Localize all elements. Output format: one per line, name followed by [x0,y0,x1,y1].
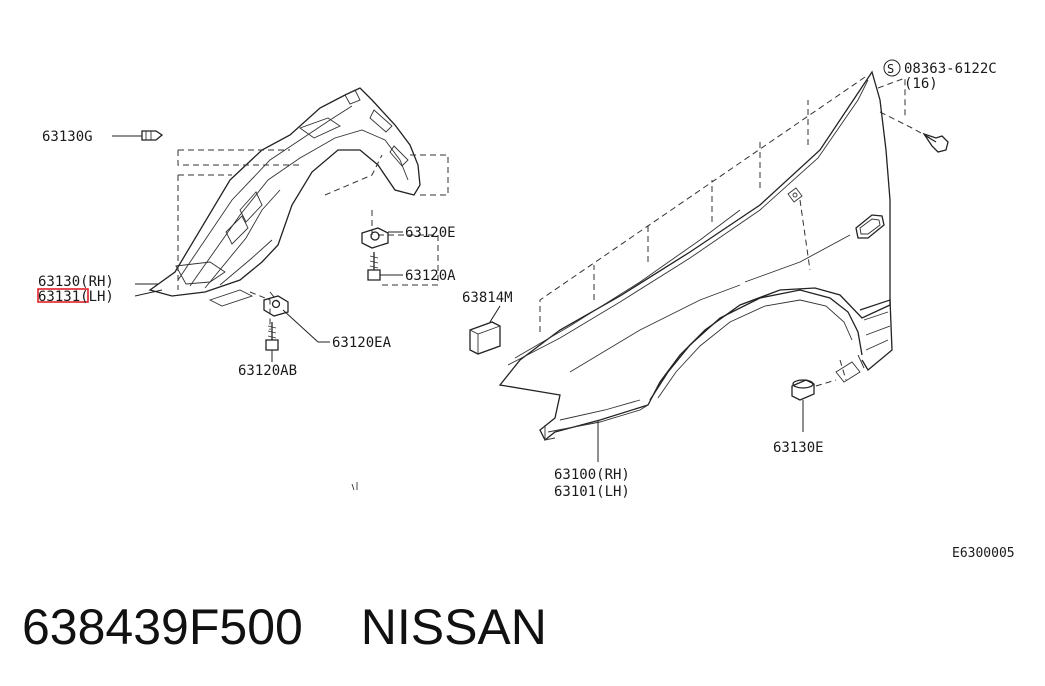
label-screw-ab: 63120AB [238,363,297,379]
screw-ab-part [265,322,279,362]
label-grommet: 63130E [773,440,824,456]
label-clip-top: 63130G [42,129,93,145]
nut-part [361,227,403,249]
label-bolt-qty: (16) [904,76,938,92]
caption: 638439F500 NISSAN [22,598,547,656]
nut-ea-part [263,295,330,343]
label-fender-lh: 63101(LH) [554,484,630,500]
label-liner-rh: 63130(RH) [38,274,114,290]
screw-part [367,252,403,281]
label-liner-lh: 63131(LH) [38,289,114,305]
stray-mark [351,482,358,491]
fender-liner-drawing [148,87,449,330]
part-number: 638439F500 [22,599,303,655]
label-bolt-code: S [887,62,894,76]
bolt-part [922,132,949,153]
parts-diagram: 63130G 63130(RH) 63131(LH) 63120E 63120A… [37,59,1015,561]
label-screw-a: 63120A [405,268,456,284]
front-fender-drawing [498,70,931,442]
brand-name: NISSAN [360,599,547,655]
label-pad: 63814M [462,290,513,306]
label-fender-rh: 63100(RH) [554,467,630,483]
highlight-box [37,288,89,303]
clip-part [112,130,164,141]
label-nut-e: 63120E [405,225,456,241]
label-drawing-id: E6300005 [952,546,1015,561]
bolt-code-circle [883,59,901,77]
label-bolt: 08363-6122C [904,61,997,77]
label-nut-ea: 63120EA [332,335,392,351]
pad-part [469,305,501,355]
grommet-part [791,379,837,432]
